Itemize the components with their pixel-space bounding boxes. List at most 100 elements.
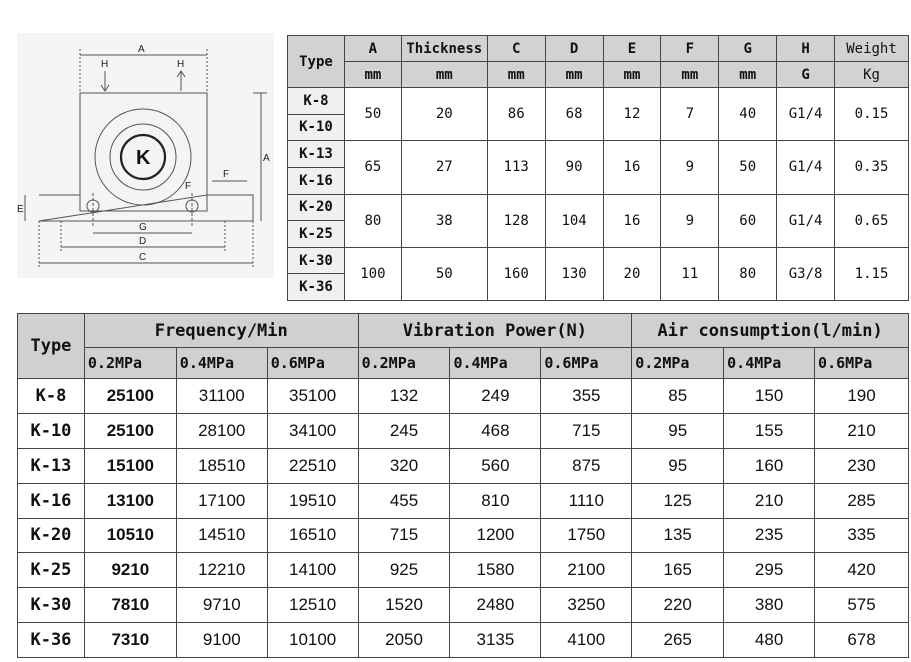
perf-value-cell: 10100 xyxy=(266,622,359,658)
perf-type-cell: K-20 xyxy=(17,517,85,554)
pressure-header: 0.6MPa xyxy=(266,347,359,379)
dim-unit: mm xyxy=(718,61,778,88)
perf-value-cell: 210 xyxy=(814,412,909,449)
perf-value-cell: 7810 xyxy=(83,587,177,624)
dim-value-cell: 100 xyxy=(343,246,402,302)
dim-value-cell: 38 xyxy=(400,193,488,248)
dim-type-cell: K-13 xyxy=(287,140,345,168)
perf-value-cell: 420 xyxy=(814,552,909,589)
perf-value-cell: 320 xyxy=(357,447,451,484)
dim-value-cell: 130 xyxy=(544,246,604,302)
pressure-header: 0.2MPa xyxy=(83,347,177,379)
dim-unit: mm xyxy=(544,61,604,88)
perf-value-cell: 165 xyxy=(631,552,725,589)
dim-type-cell: K-16 xyxy=(287,166,345,195)
perf-value-cell: 14510 xyxy=(175,517,268,554)
perf-value-cell: 230 xyxy=(814,447,909,484)
perf-value-cell: 25100 xyxy=(83,378,177,414)
dim-col-g: G xyxy=(718,35,778,62)
perf-type-header: Type xyxy=(17,313,85,379)
dim-value-cell: 16 xyxy=(602,193,662,248)
perf-value-cell: 1580 xyxy=(449,552,542,589)
perf-value-cell: 95 xyxy=(631,447,725,484)
perf-value-cell: 190 xyxy=(814,378,909,414)
dim-label-f-right: F xyxy=(223,169,229,180)
dim-value-cell: 27 xyxy=(400,140,488,195)
perf-type-cell: K-13 xyxy=(17,447,85,484)
perf-type-cell: K-36 xyxy=(17,622,85,658)
dimensions-table: Type A Thickness C D E F G H Weight mm m… xyxy=(287,35,909,302)
perf-value-cell: 125 xyxy=(631,482,725,519)
perf-value-cell: 285 xyxy=(814,482,909,519)
dim-value-cell: G1/4 xyxy=(776,86,836,142)
perf-value-cell: 16510 xyxy=(266,517,359,554)
dim-table-row: K-10 xyxy=(287,113,909,142)
perf-value-cell: 12210 xyxy=(175,552,268,589)
dim-value-cell: 60 xyxy=(718,193,778,248)
perf-value-cell: 19510 xyxy=(266,482,359,519)
dim-unit: mm xyxy=(660,61,720,88)
dim-col-a: A xyxy=(343,35,402,62)
perf-value-cell: 4100 xyxy=(540,622,633,658)
perf-value-cell: 810 xyxy=(449,482,542,519)
dim-value-cell: 7 xyxy=(660,86,720,142)
dim-value-cell: 11 xyxy=(660,246,720,302)
perf-value-cell: 15100 xyxy=(83,447,177,484)
perf-value-cell: 2050 xyxy=(357,622,451,658)
perf-value-cell: 380 xyxy=(723,587,816,624)
dim-label-f-left: F xyxy=(185,181,191,192)
group-header-air-consumption: Air consumption(l/min) xyxy=(631,313,909,348)
pressure-header: 0.6MPa xyxy=(540,347,633,379)
perf-value-cell: 22510 xyxy=(266,447,359,484)
perf-type-cell: K-30 xyxy=(17,587,85,624)
dim-value-cell: 160 xyxy=(486,246,546,302)
perf-value-cell: 715 xyxy=(540,412,633,449)
dim-col-d: D xyxy=(544,35,604,62)
dim-value-cell: 86 xyxy=(486,86,546,142)
perf-value-cell: 245 xyxy=(357,412,451,449)
perf-value-cell: 35100 xyxy=(266,378,359,414)
dim-value-cell: 65 xyxy=(343,140,402,195)
dim-type-header: Type xyxy=(287,35,345,88)
dim-table-row: K-25 xyxy=(287,220,909,248)
perf-value-cell: 3250 xyxy=(540,587,633,624)
perf-type-cell: K-25 xyxy=(17,552,85,589)
perf-value-cell: 14100 xyxy=(266,552,359,589)
dim-table-row: K-16 xyxy=(287,166,909,195)
dim-value-cell: 9 xyxy=(660,140,720,195)
dim-type-cell: K-8 xyxy=(287,87,345,115)
dim-value-cell: 20 xyxy=(602,246,662,302)
perf-value-cell: 480 xyxy=(723,622,816,658)
perf-value-cell: 13100 xyxy=(83,482,177,519)
dim-unit: mm xyxy=(602,61,662,88)
perf-value-cell: 1520 xyxy=(357,587,451,624)
perf-value-cell: 160 xyxy=(723,447,816,484)
dim-value-cell: 80 xyxy=(718,246,778,302)
dim-unit: mm xyxy=(486,61,546,88)
dim-label-e: E xyxy=(17,204,24,215)
dim-value-cell: 90 xyxy=(544,140,604,195)
perf-value-cell: 150 xyxy=(723,378,816,414)
perf-value-cell: 10510 xyxy=(83,517,177,554)
perf-value-cell: 265 xyxy=(631,622,725,658)
dim-value-cell: 0.35 xyxy=(834,140,909,195)
dim-value-cell: 20 xyxy=(400,86,488,142)
perf-value-cell: 575 xyxy=(814,587,909,624)
group-header-vibration-power: Vibration Power(N) xyxy=(357,313,633,348)
dim-unit: Kg xyxy=(834,61,909,88)
dim-value-cell: 50 xyxy=(718,140,778,195)
dim-type-cell: K-20 xyxy=(287,193,345,222)
pressure-header: 0.6MPa xyxy=(814,347,909,379)
perf-value-cell: 468 xyxy=(449,412,542,449)
perf-value-cell: 1750 xyxy=(540,517,633,554)
dim-unit: mm xyxy=(343,61,402,88)
dim-value-cell: 0.15 xyxy=(834,86,909,142)
